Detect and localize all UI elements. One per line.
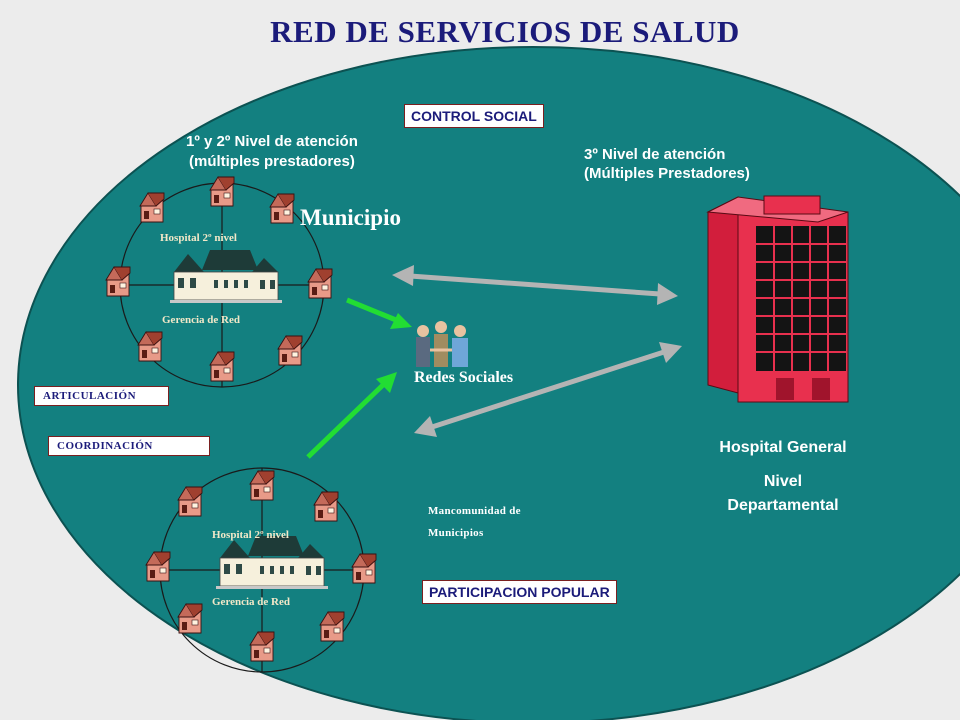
nivel-1-2-label: 1º y 2º Nivel de atención (múltiples pre… <box>186 133 358 170</box>
green-arrow-bottom <box>306 372 397 459</box>
cluster-top <box>105 176 333 388</box>
cluster-bottom-hospital-label: Hospital 2º nivel <box>212 529 289 541</box>
coordinacion-box: COORDINACIÓN <box>48 436 210 456</box>
participacion-popular-box: PARTICIPACION POPULAR <box>422 580 617 604</box>
cluster-bottom <box>145 467 377 673</box>
hospital-general-label: Hospital General Nivel Departamental <box>719 439 847 514</box>
mancomunidad-label: Mancomunidad de Municipios <box>428 505 521 539</box>
green-arrow-top <box>346 297 412 329</box>
articulacion-box: ARTICULACIÓN <box>34 386 169 406</box>
building-icon <box>706 195 849 403</box>
cluster-top-gerencia-label: Gerencia de Red <box>162 314 241 326</box>
handshake-people-icon <box>416 321 468 367</box>
grey-arrow-top <box>392 265 678 305</box>
municipio-label: Municipio <box>300 205 401 230</box>
grey-arrow-bottom <box>414 342 682 437</box>
control-social-box: CONTROL SOCIAL <box>404 104 544 128</box>
nivel-3-label: 3º Nivel de atención (Múltiples Prestado… <box>584 146 750 182</box>
cluster-bottom-gerencia-label: Gerencia de Red <box>212 596 291 608</box>
cluster-top-hospital-label: Hospital 2º nivel <box>160 232 237 244</box>
page-title: RED DE SERVICIOS DE SALUD <box>270 14 740 49</box>
redes-sociales-label: Redes Sociales <box>414 369 514 386</box>
